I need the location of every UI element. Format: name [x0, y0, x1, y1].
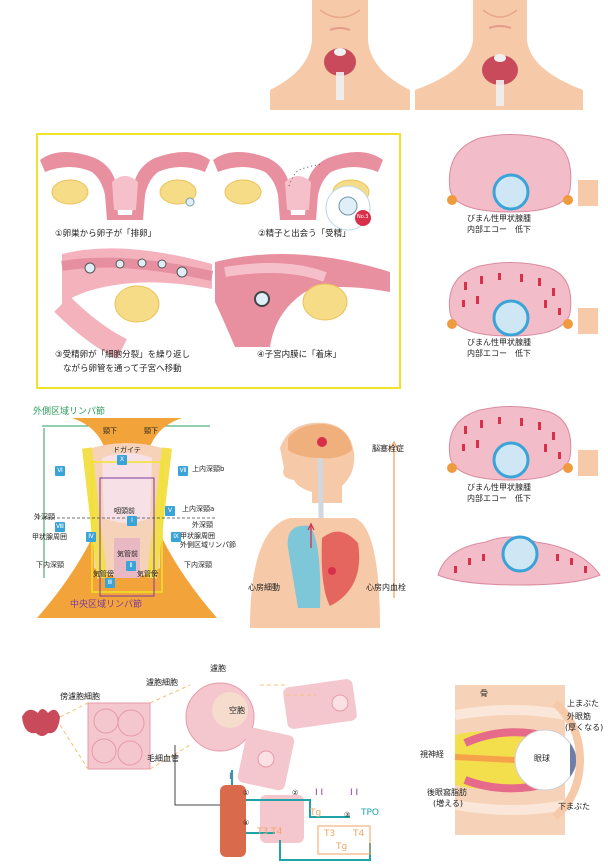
orbit-label-eyeball: 眼球 [534, 754, 550, 763]
orbit-label-lower-lid: 下まぶた [558, 802, 590, 811]
lymph-node-vii: Ⅶ [178, 466, 188, 476]
label-tpo: TPO [361, 808, 380, 818]
lymph-label-thyroid-around-r2: 外側区域リンパ節 [180, 541, 236, 549]
goiter-ultrasound-3 [447, 405, 598, 481]
lymph-label-pharynx-front: 咽頭前 [114, 507, 135, 515]
label-follicle-cell: 濾胞細胞 [146, 678, 178, 687]
thyroid-cell-diagram [22, 679, 371, 861]
orbit-label-fat-1: 後眼窩脂肪 [427, 788, 467, 797]
goiter-label-1-line1: びまん性甲状腺腫 [467, 214, 531, 223]
embolism-label-thrombus: 心房内血栓 [366, 583, 406, 592]
lymph-label-upper-deep-b: 上内深頸b [192, 465, 225, 473]
label-iodine-pair2: I I [350, 788, 359, 798]
lymph-label-lower-deep-l: 下内深頸 [36, 561, 64, 569]
lymph-label-lower-deep-r: 下内深頸 [184, 561, 212, 569]
lymph-label-thyroid-around-l: 甲状腺周囲 [32, 533, 67, 541]
lymph-label-neck-l: 頸下 [103, 427, 117, 435]
neck-left-illustration [270, 0, 410, 110]
embolism-arrow [388, 440, 400, 598]
uterus-implantation-illustration [215, 254, 390, 347]
central-lymph-title: 中央区域リンパ節 [70, 600, 143, 610]
label-iodine-top: I [229, 772, 232, 782]
marker-2: ② [292, 789, 299, 797]
neck-right-illustration [415, 0, 583, 110]
orbit-label-optic-nerve: 視神経 [420, 750, 444, 759]
neck-illustrations [270, 0, 608, 110]
goiter-label-3-line2: 内部エコー 低下 [467, 494, 531, 503]
embolism-body-illustration [250, 422, 380, 628]
goiter-label-3-line1: びまん性甲状腺腫 [467, 483, 531, 492]
uterus-ovulation-illustration [40, 151, 210, 220]
embolism-label-af: 心房細動 [248, 583, 280, 592]
lymph-label-upper-deep-a: 上内深頸a [182, 505, 215, 513]
reproduction-panel [36, 133, 401, 389]
lymph-node-i: Ⅰ [127, 516, 137, 526]
uterus-fertilization-illustration [213, 151, 383, 231]
label-tg: Tg [310, 808, 322, 818]
goiter-label-1-line2: 内部エコー 低下 [467, 225, 531, 234]
orbit-label-outer-muscle-1: 外眼筋 [567, 712, 591, 721]
lymph-node-viii: Ⅷ [55, 522, 65, 532]
lymph-node-ix: Ⅸ [171, 532, 181, 542]
lymph-label-trachea-front: 気管前 [117, 550, 138, 558]
lymph-label-trachea-side-r: 気管傍 [137, 570, 158, 578]
goiter-ultrasound-2 [447, 261, 598, 337]
lymph-node-v: Ⅴ [165, 506, 175, 516]
lymph-label-outer-deep-r: 外深頸 [192, 521, 213, 529]
lymph-label-trachea-side-l: 気管傍 [93, 570, 114, 578]
label-parafollicular: 傍濾胞細胞 [60, 692, 100, 701]
orbit-diagram [454, 685, 585, 835]
step3-caption-line1: ③受精卵が「細胞分裂」を繰り返し [55, 350, 191, 360]
marker-4: ④ [243, 819, 250, 827]
label-iodine-pair1: I I [315, 788, 324, 798]
orbit-label-bone: 骨 [480, 689, 488, 698]
step2-caption: ②精子と出会う「受精」 [258, 229, 351, 239]
label-capillary: 毛細血管 [147, 754, 179, 763]
goiter-ultrasound-4 [437, 535, 601, 586]
goiter-label-2-line1: びまん性甲状腺腫 [467, 338, 531, 347]
marker-1: ① [243, 789, 250, 797]
lateral-lymph-title: 外側区域リンパ節 [33, 407, 106, 417]
label-colloid: 空胞 [229, 706, 245, 715]
lymph-node-iv: Ⅳ [86, 532, 96, 542]
label-t3: T3 [324, 829, 336, 839]
goiter-label-2-line2: 内部エコー 低下 [467, 349, 531, 358]
label-follicle: 濾胞 [210, 664, 226, 673]
orbit-label-fat-2: (増える) [433, 799, 464, 808]
step3-caption-line2: ながら卵管を通って子宮へ移動 [63, 364, 182, 374]
orbit-label-outer-muscle-2: (厚くなる) [565, 723, 604, 732]
lymph-node-ii: Ⅱ [126, 561, 136, 571]
lymph-label-outer-deep-l: 外深頸 [34, 513, 55, 521]
label-t3t4: T3 T4 [257, 827, 283, 837]
marker-3: ③ [344, 811, 351, 819]
goiter-ultrasound-1 [447, 133, 598, 213]
lymph-label-digastric: ドガイテ [113, 446, 141, 454]
lymph-node-vi: Ⅵ [55, 466, 65, 476]
no3-badge: No.3 [357, 214, 369, 220]
orbit-label-upper-lid: 上まぶた [567, 699, 599, 708]
label-t4: T4 [353, 829, 365, 839]
lymph-node-x: Ⅹ [117, 455, 127, 465]
step1-caption: ①卵巣から卵子が「排卵」 [55, 229, 157, 239]
step4-caption: ④子宮内膜に「着床」 [257, 350, 342, 360]
label-tg2: Tg [336, 842, 348, 852]
tube-cell-division-illustration [54, 248, 214, 359]
lymph-node-iii: Ⅲ [105, 578, 115, 588]
lymph-label-thyroid-around-r1: 甲状腺周囲 [180, 532, 215, 540]
lymph-label-neck-r: 頸下 [144, 427, 158, 435]
embolism-label-brain: 脳塞栓症 [372, 444, 404, 453]
